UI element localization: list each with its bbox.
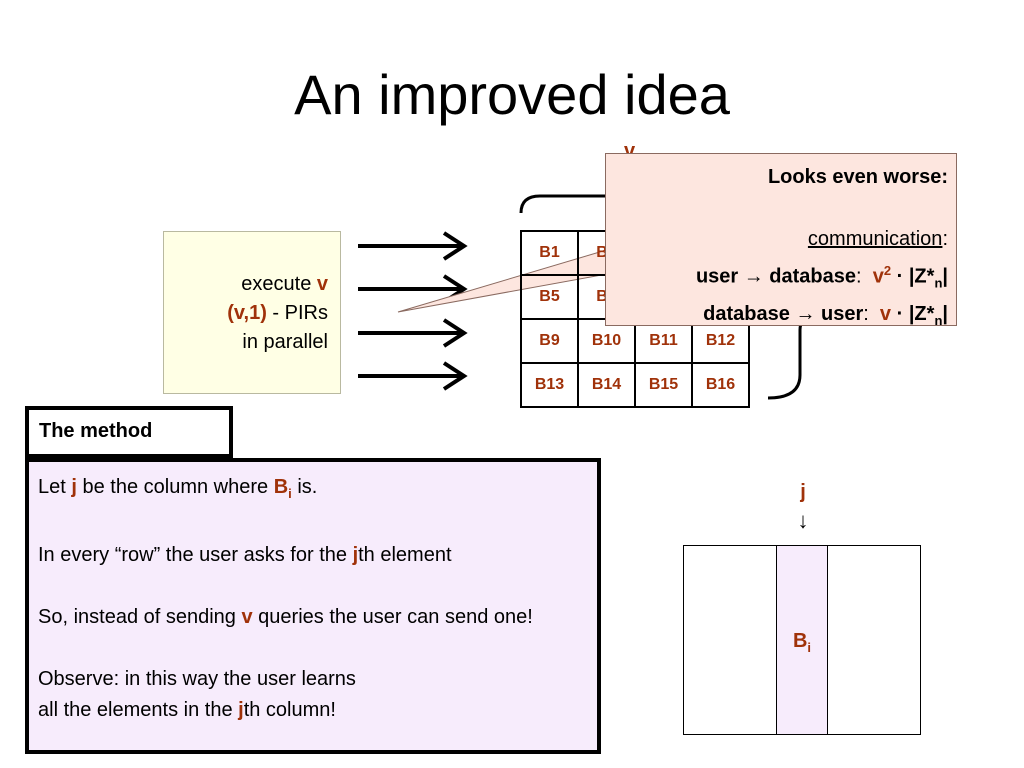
text: queries the user can send one! (252, 606, 533, 628)
arrow-1-head (442, 231, 468, 261)
callout-line2-sub: n (934, 312, 943, 328)
down-arrow-icon: ↓ (797, 508, 809, 533)
text: So, instead of sending (38, 606, 242, 628)
callout-line2-end: | (942, 302, 948, 325)
col-sub-i: i (807, 640, 812, 655)
sub-i: i (288, 486, 292, 501)
grid-cell: B14 (577, 362, 636, 408)
method-paragraph-1: Let j be the column where Bi is. (38, 472, 589, 509)
callout-line2-z: |Z* (908, 302, 935, 325)
callout-line2-dot: · (891, 302, 909, 325)
method-paragraph-3: So, instead of sending v queries the use… (38, 602, 589, 633)
text: Let (38, 476, 72, 498)
col-B: B (792, 630, 808, 652)
exec-line3-text: in parallel (242, 331, 328, 353)
callout-line1-dot: · (891, 265, 909, 288)
var-v: v (241, 606, 253, 628)
column-j-label: j (800, 481, 806, 503)
text: th column! (243, 699, 336, 721)
exec-line2-text: - PIRs (266, 302, 328, 324)
arrow-4-head (442, 361, 468, 391)
method-paragraph-4: Observe: in this way the user learns all… (38, 664, 589, 726)
grid-row: B13 B14 B15 B16 (520, 362, 750, 408)
callout-comm-label: communication (807, 228, 943, 250)
top-brace-label: v (624, 140, 636, 162)
method-paragraph-2: In every “row” the user asks for the jth… (38, 540, 589, 571)
text: Observe: in this way the user learns (38, 668, 356, 690)
callout-line2-colon: : (863, 302, 880, 325)
callout-line2-v: v (879, 302, 892, 325)
var-j: j (238, 699, 244, 721)
callout-comm-colon: : (942, 228, 948, 250)
callout-line1-sup: 2 (883, 263, 892, 278)
text: all the elements in the (38, 699, 239, 721)
text: In every “row” the user asks for the (38, 544, 353, 566)
grid-cell: B5 (520, 274, 579, 320)
exec-line2-var: (v,1) (227, 302, 267, 324)
execute-box: execute v (v,1) - PIRs in parallel (163, 231, 341, 394)
var-j: j (71, 476, 77, 498)
highlighted-column: Bi (776, 545, 828, 735)
callout-line1-z: |Z* (908, 265, 935, 288)
grid-cell: B13 (520, 362, 579, 408)
grid-cell: B1 (520, 230, 579, 276)
method-box: Let j be the column where Bi is. In ever… (25, 458, 601, 754)
text: is. (291, 476, 318, 498)
callout-line2-direction: database → user (703, 302, 864, 325)
arrow-3-head (442, 318, 468, 348)
grid-cell: B15 (634, 362, 693, 408)
var-B: B (273, 476, 289, 498)
top-brace (519, 194, 745, 214)
callout-heading: Looks even worse: (767, 166, 948, 188)
callout-line1-sub: n (934, 275, 943, 291)
var-j: j (352, 544, 359, 566)
exec-line1-var: v (316, 273, 328, 295)
slide-title: An improved idea (294, 63, 730, 126)
parallel-arrows (358, 231, 468, 391)
callout-box: Looks even worse: communication: user → … (605, 153, 957, 328)
text: th element (358, 544, 452, 566)
text: be the column where (76, 476, 274, 498)
method-tab: The method (25, 406, 233, 458)
grid-cell: B16 (691, 362, 750, 408)
exec-line1-text: execute (241, 273, 317, 295)
callout-line1-end: | (942, 265, 948, 288)
callout-line1-direction: user → database (695, 265, 857, 288)
callout-line1-v: v (872, 265, 884, 288)
grid-cell: B9 (520, 318, 579, 364)
callout-line1-colon: : (856, 265, 873, 288)
